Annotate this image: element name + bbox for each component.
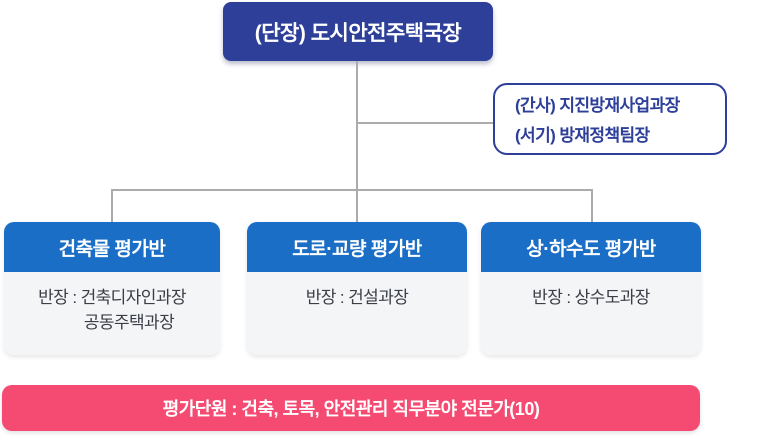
evaluation-members-label: 평가단원 : 건축, 토목, 안전관리 직무분야 전문가(10) [162, 399, 540, 419]
team-roads-title: 도로·교량 평가반 [292, 238, 422, 260]
team-buildings-body: 반장 : 건축디자인과장 공동주택과장 [4, 272, 220, 355]
team-roads-leader-line: 반장 : 건설과장 [305, 288, 409, 307]
team-buildings-title: 건축물 평가반 [58, 238, 166, 260]
team-roads-body: 반장 : 건설과장 [247, 272, 467, 355]
team-water-title: 상·하수도 평가반 [526, 238, 656, 260]
team-water-header: 상·하수도 평가반 [481, 222, 701, 272]
connector-drop-left [111, 189, 113, 222]
team-buildings-header: 건축물 평가반 [4, 222, 220, 272]
team-water-leader-line: 반장 : 상수도과장 [532, 288, 650, 307]
connector-row [111, 189, 593, 191]
team-roads-header: 도로·교량 평가반 [247, 222, 467, 272]
root-node-label: (단장) 도시안전주택국장 [254, 21, 462, 45]
root-node-chief: (단장) 도시안전주택국장 [223, 2, 493, 61]
team-buildings-leader-line-1: 반장 : 건축디자인과장 [38, 288, 186, 307]
secretariat-line-2: (서기) 방재정책팀장 [515, 126, 650, 145]
team-water-body: 반장 : 상수도과장 [481, 272, 701, 355]
secretariat-node: (간사) 지진방재사업과장 (서기) 방재정책팀장 [493, 83, 727, 155]
team-buildings-leader-line-2: 공동주택과장 [83, 313, 175, 332]
secretariat-line-1: (간사) 지진방재사업과장 [515, 96, 680, 115]
team-node-roads-bridges: 도로·교량 평가반 반장 : 건설과장 [247, 222, 467, 355]
team-node-water-sewage: 상·하수도 평가반 반장 : 상수도과장 [481, 222, 701, 355]
team-node-buildings: 건축물 평가반 반장 : 건축디자인과장 공동주택과장 [4, 222, 220, 355]
connector-drop-right [591, 189, 593, 222]
connector-trunk [356, 61, 358, 222]
evaluation-members-banner: 평가단원 : 건축, 토목, 안전관리 직무분야 전문가(10) [2, 385, 700, 431]
connector-secretariat [357, 122, 493, 124]
